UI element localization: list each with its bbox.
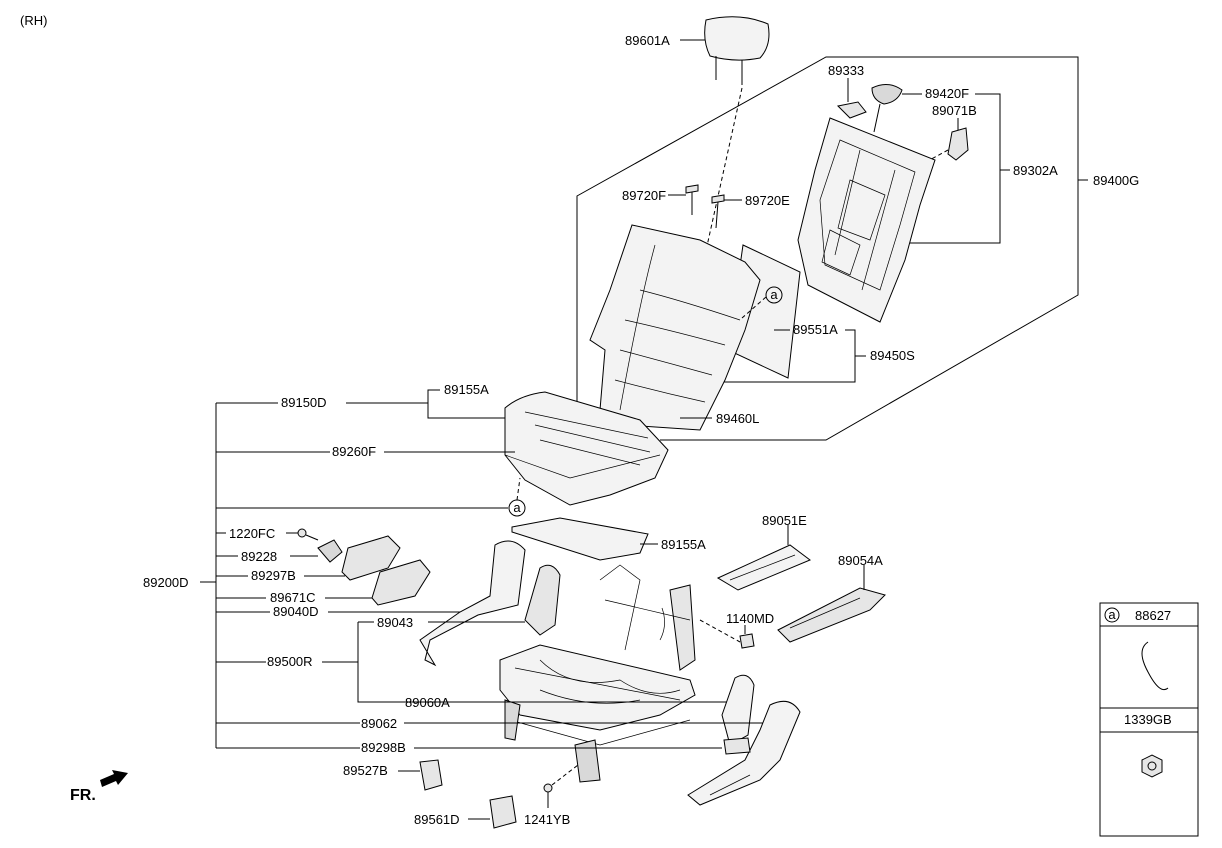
knob-89420f-part [871,84,903,133]
legend-part-1339gb: 1339GB [1124,712,1172,727]
label-89450s: 89450S [870,348,915,363]
clip-89333-part [836,101,867,119]
label-89601a: 89601A [625,33,670,48]
label-89060a: 89060A [405,695,450,710]
label-89720f: 89720F [622,188,666,203]
bracket-89043-part [524,564,561,636]
callout-marker-back-text: a [770,287,778,302]
cap-89298b-part [723,737,751,755]
label-1220fc: 1220FC [229,526,275,541]
label-89071b: 89071B [932,103,977,118]
hook-88627-part [1141,641,1169,691]
label-1241yb: 1241YB [524,812,570,827]
label-89527b: 89527B [343,763,388,778]
label-89671c: 89671C [270,590,316,605]
side-shield-89040d-part [419,540,526,667]
legend-box: a 88627 1339GB [1099,602,1199,837]
label-89500r: 89500R [267,654,313,669]
label-89298b: 89298B [361,740,406,755]
legend-part-88627: 88627 [1135,608,1171,623]
label-89297b: 89297B [251,568,296,583]
label-89400g: 89400G [1093,173,1139,188]
rail-89054a-part [777,587,886,643]
seat-frame-part [499,564,696,783]
callout-marker-back [765,286,783,304]
label-89551a: 89551A [793,322,838,337]
screw-1220fc-part [297,528,319,541]
backrest-frame-part [797,117,936,323]
label-89561d: 89561D [414,812,460,827]
label-89051e: 89051E [762,513,807,528]
label-89228: 89228 [241,549,277,564]
seatback-cover-part [589,224,761,431]
label-89420f: 89420F [925,86,969,101]
seat-cushion-part [504,391,669,506]
trim-89297b-part [341,535,401,581]
front-arrow-icon [100,770,128,787]
nut-1339gb-part [1141,754,1163,778]
lever-89071b-part [947,127,969,161]
headrest-part [704,16,770,85]
label-89260f: 89260F [332,444,376,459]
cover-89228-part [317,539,343,563]
label-89040d: 89040D [273,604,319,619]
bolt-89720e-part [711,194,725,229]
front-direction-label: FR. [70,787,96,804]
label-89200d: 89200D [143,575,189,590]
label-89155a-mid: 89155A [661,537,706,552]
label-1140md: 1140MD [726,611,774,626]
label-89333: 89333 [828,63,864,78]
bolt-1140md-part [739,633,755,649]
cap-89527b-part [419,759,443,791]
label-89043: 89043 [377,615,413,630]
callout-marker-seat-text: a [513,500,521,515]
label-89150d: 89150D [281,395,327,410]
switch-89671c-part [371,559,431,606]
legend-marker-a: a [1108,607,1116,622]
side-label: (RH) [20,13,47,28]
track-cover-89051e-part [716,544,811,591]
screw-1241yb-part [543,783,553,808]
label-89460l: 89460L [716,411,759,426]
label-89054a: 89054A [838,553,883,568]
bolt-89720f-part [685,184,699,215]
label-89062: 89062 [361,716,397,731]
cap-89561d-part [489,795,517,829]
side-cover-89062-part [687,700,801,806]
hinge-89060a-part [721,674,755,746]
label-89155a-top: 89155A [444,382,489,397]
label-89720e: 89720E [745,193,790,208]
headrest-dashed-axis [704,87,743,256]
backrest-assembly-outline [576,56,1079,441]
seat-plate-89155a-part [511,517,649,561]
label-89302a: 89302A [1013,163,1058,178]
